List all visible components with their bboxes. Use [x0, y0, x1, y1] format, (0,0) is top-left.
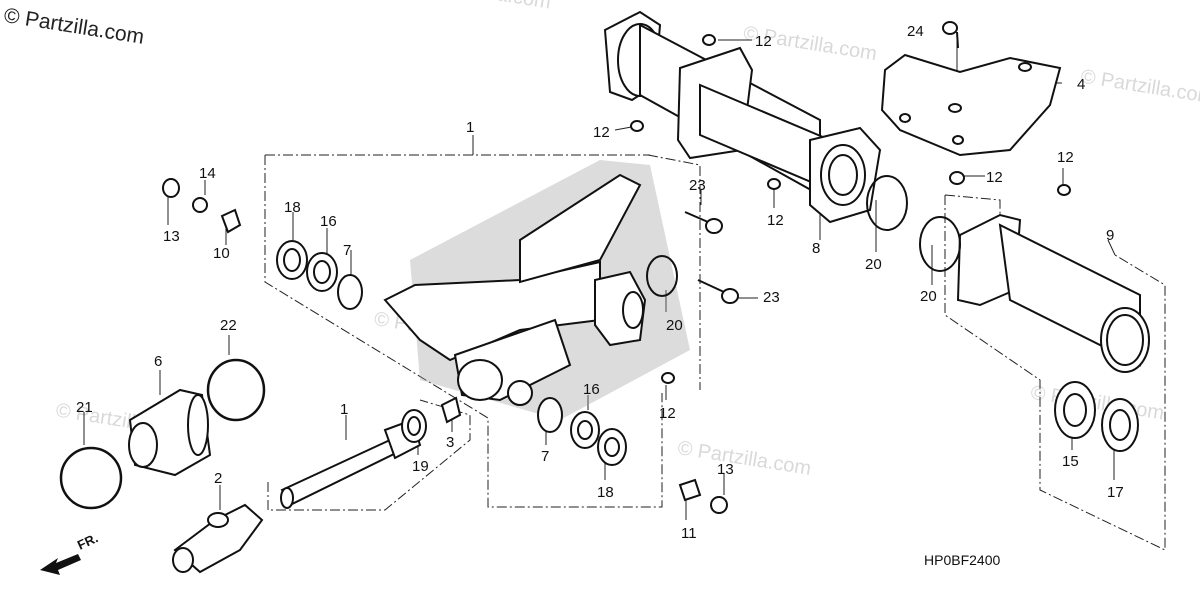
nut-part-12d [949, 171, 965, 185]
watermark: © Partzilla.com [416, 0, 553, 13]
nut-part-12e [1057, 184, 1071, 196]
bolt-part-24-head [942, 21, 958, 35]
callout: 13 [163, 228, 180, 245]
watermark: © Partzilla.com [1029, 382, 1166, 425]
callout: 16 [320, 213, 337, 230]
o-ring-part-7b [537, 397, 563, 433]
callout: 7 [343, 242, 351, 259]
callout: 1 [340, 401, 348, 418]
boot-part-6 [128, 388, 212, 477]
o-ring-part-7 [337, 274, 363, 310]
callout: 9 [1106, 227, 1114, 244]
callout: 23 [763, 289, 780, 306]
axle-housing-part-8 [603, 10, 882, 224]
callout: 22 [220, 317, 237, 334]
callout: 21 [76, 399, 93, 416]
spring-part-3 [440, 396, 462, 424]
callout: 17 [1107, 484, 1124, 501]
diagram-code: HP0BF2400 [924, 552, 1001, 568]
nut-part-13 [162, 178, 180, 198]
front-arrow-icon: FR. [40, 530, 100, 575]
fasteners [162, 21, 1071, 514]
band-clamp-part-21 [59, 446, 123, 510]
callout: 14 [199, 165, 216, 182]
drive-shaft-part-1 [280, 418, 422, 509]
swingarm-part-5 [383, 173, 647, 406]
bolt-part-23b-shaft [697, 279, 725, 293]
bolt-part-23-shaft [684, 211, 709, 223]
assembly-outlines [264, 154, 1166, 551]
callout: 10 [213, 245, 230, 262]
nut-part-12f [661, 372, 675, 384]
callout: 20 [865, 256, 882, 273]
nut-part-13b [710, 496, 728, 514]
callout: 18 [284, 199, 301, 216]
callout: 6 [154, 353, 162, 370]
callout: 23 [689, 177, 706, 194]
callout: 7 [541, 448, 549, 465]
swingarm-group-right [647, 154, 701, 390]
callout-labels: 1 [466, 119, 474, 136]
callout: 2 [214, 470, 222, 487]
callout: 3 [446, 434, 454, 451]
bearings-and-seals [276, 240, 1139, 466]
watermark: © Partzilla.com [1079, 66, 1200, 109]
callout: 20 [920, 288, 937, 305]
bolt-part-11 [678, 478, 702, 502]
callout: 12 [1057, 149, 1074, 166]
callout: 12 [593, 124, 610, 141]
nut-part-12a [702, 34, 716, 46]
callout: 18 [597, 484, 614, 501]
universal-joint-part-2 [172, 503, 264, 574]
bolt-part-23-head [705, 218, 723, 234]
bolt-part-23b-head [721, 288, 739, 304]
callout: 24 [907, 23, 924, 40]
band-clamp-part-22 [206, 358, 266, 422]
callout: 12 [767, 212, 784, 229]
callout-layer: 1234677891011121212121212131314151616171… [76, 23, 1124, 542]
bearing-housing-part-9 [956, 213, 1150, 373]
nut-part-12c [767, 178, 781, 190]
callout: 11 [681, 525, 697, 542]
watermark: © Partzilla.com [676, 437, 813, 480]
callout: 16 [583, 381, 600, 398]
callout: 13 [717, 461, 734, 478]
band-clamps [59, 358, 266, 510]
callout: 1 [466, 119, 474, 136]
housing-group-outline [944, 195, 1166, 551]
callout: 4 [1077, 76, 1085, 93]
callout: 8 [812, 240, 820, 257]
shaft-group-outline [267, 399, 471, 511]
callout: 19 [412, 458, 429, 475]
nut-part-12b [630, 120, 644, 132]
front-label: FR. [75, 530, 100, 552]
spring-part-10 [220, 208, 242, 234]
callout: 15 [1062, 453, 1079, 470]
callout: 12 [986, 169, 1003, 186]
bracket-part-4 [880, 53, 1062, 157]
swingarm-group-outline [264, 155, 663, 508]
callout: 20 [666, 317, 683, 334]
callout: 12 [755, 33, 772, 50]
washer-part-14 [192, 197, 208, 213]
callout: 12 [659, 405, 676, 422]
o-rings-part-20 [646, 175, 961, 297]
